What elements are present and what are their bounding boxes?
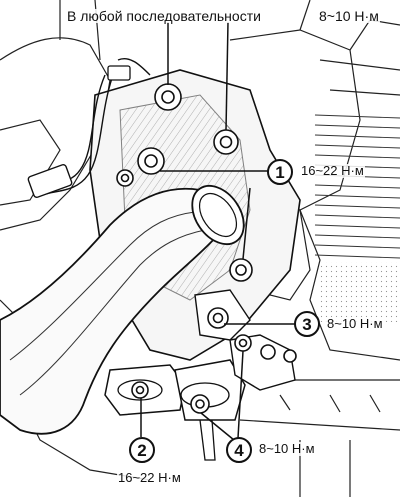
callout-4-torque: 8~10 Н·м [258, 441, 316, 456]
callout-1: 1 [267, 159, 293, 185]
callout-2-torque: 16~22 Н·м [117, 470, 182, 485]
header-note: В любой последовательности [66, 8, 262, 24]
callout-4: 4 [226, 437, 252, 463]
callout-2: 2 [129, 437, 155, 463]
callout-1-torque: 16~22 Н·м [300, 163, 365, 178]
header-torque: 8~10 Н·м [318, 8, 380, 24]
callout-3-torque: 8~10 Н·м [326, 316, 384, 331]
callout-3: 3 [294, 311, 320, 337]
